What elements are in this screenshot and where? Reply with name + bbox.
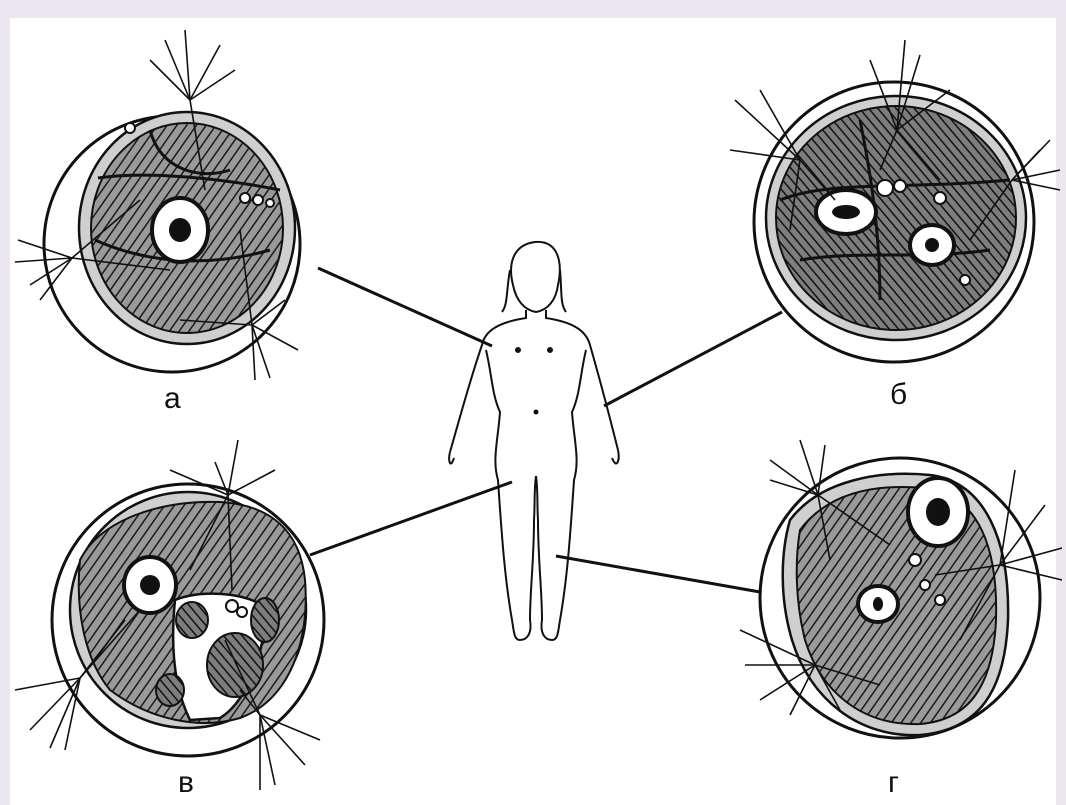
navel — [535, 411, 538, 414]
head — [511, 242, 560, 312]
cross-section-v — [15, 440, 324, 790]
connector-b — [604, 312, 782, 406]
connector-v — [310, 482, 512, 555]
label-g: г — [888, 768, 899, 798]
body-figure — [449, 242, 618, 640]
label-v: в — [178, 768, 194, 798]
left-breast — [516, 348, 520, 352]
label-a: а — [164, 384, 181, 414]
label-b: б — [890, 380, 907, 410]
right-breast — [548, 348, 552, 352]
body-outline — [450, 310, 618, 640]
connector-a — [318, 268, 492, 346]
hands — [449, 450, 618, 464]
cross-section-g — [740, 440, 1062, 738]
cross-section-a — [15, 30, 300, 380]
connector-g — [556, 556, 760, 592]
